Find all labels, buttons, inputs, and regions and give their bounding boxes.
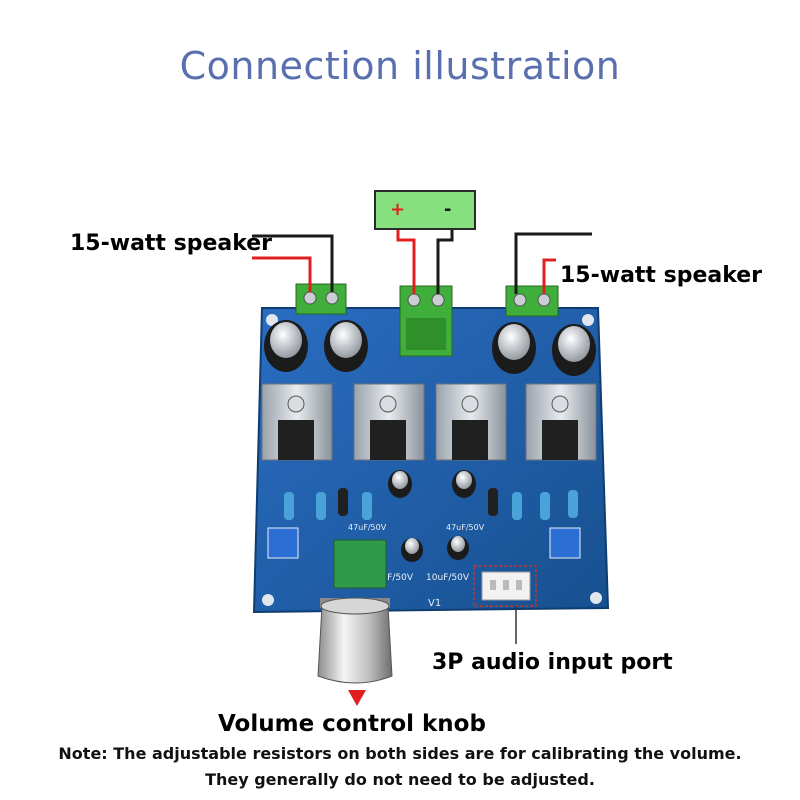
psu-plus-sign: +: [390, 199, 406, 220]
mount-hole: [266, 314, 278, 326]
mount-hole: [582, 314, 594, 326]
page-title: Connection illustration: [179, 44, 621, 88]
cap-label: 10uF/50V: [370, 573, 414, 583]
small-components: [267, 470, 581, 562]
cap-label: 47uF/50V: [446, 523, 485, 532]
label-audio-port: 3P audio input port: [432, 650, 673, 675]
terminal-left: [295, 283, 347, 315]
capacitor-large: [264, 320, 596, 376]
terminal-power: [399, 285, 453, 357]
mount-hole: [262, 594, 274, 606]
knob-marker: [348, 690, 366, 706]
volume-potentiometer: [317, 539, 393, 684]
pcb: [252, 307, 610, 614]
power-supply-box: + -: [374, 190, 476, 230]
note-line-1: Note: The adjustable resistors on both s…: [58, 744, 742, 763]
label-speaker-left: 15-watt speaker: [70, 231, 273, 256]
audio-input-port: [481, 571, 531, 601]
audio-port-highlight: [473, 565, 537, 607]
mount-hole: [590, 592, 602, 604]
label-volume-knob: Volume control knob: [218, 711, 486, 737]
heatsink: [261, 383, 597, 461]
terminal-right: [505, 285, 559, 317]
silkscreen-v1: V1: [428, 598, 441, 609]
wires-right-speaker: [514, 232, 592, 294]
wires-left-speaker: [252, 234, 334, 292]
wires-power: [396, 230, 454, 294]
psu-minus-sign: -: [444, 199, 452, 220]
note-line-2: They generally do not need to be adjuste…: [205, 770, 595, 789]
label-speaker-right: 15-watt speaker: [560, 263, 763, 288]
cap-label: 10uF/50V: [426, 573, 470, 583]
cap-label: 47uF/50V: [348, 523, 387, 532]
